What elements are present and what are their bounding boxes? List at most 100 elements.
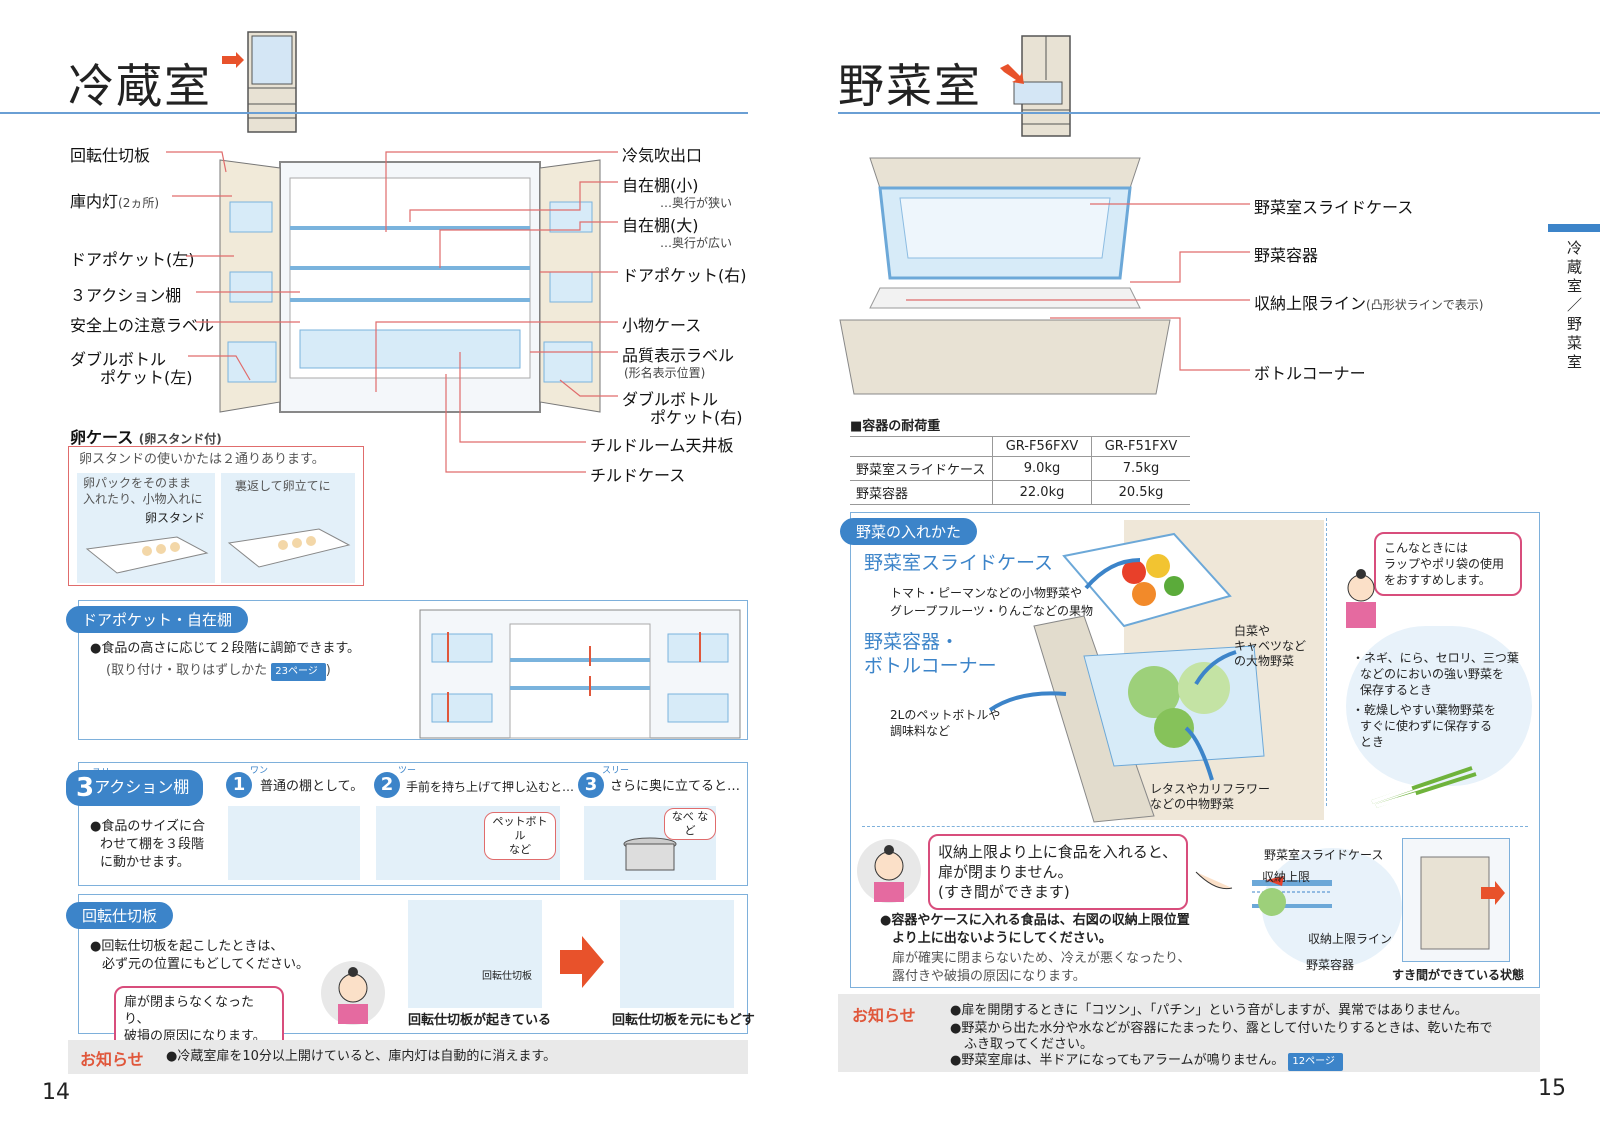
howto-pill: 野菜の入れかた <box>840 518 978 545</box>
label-limit: 収納上限ライン(凸形状ラインで表示) <box>1254 294 1484 313</box>
girl-avatar-left <box>321 961 385 1025</box>
limit-fig-limit: 収納上限 <box>1262 870 1311 884</box>
ref-page-23[interactable]: 23ページ <box>271 663 326 681</box>
egg-panel1-callout: 卵スタンド <box>145 511 206 525</box>
notice-right-head: お知らせ <box>852 1006 916 1025</box>
three-action-text-2: わせて棚を３段階 <box>100 837 205 852</box>
howto-slide-text1: トマト・ピーマンなどの小物野菜や <box>890 586 1083 600</box>
page-number-right: 15 <box>1538 1076 1566 1101</box>
step2-text: 手前を持ち上げて押し込むと… <box>406 780 575 794</box>
label-double-bottle-right-2: ポケット(右) <box>650 408 743 427</box>
limit-fig-slide: 野菜室スライドケース <box>1264 848 1384 862</box>
limit-text3: 扉が確実に閉まらないため、冷えが悪くなったり、 <box>892 951 1191 966</box>
leader-lines-right <box>906 203 1250 371</box>
howto-tip2: ・乾燥しやすい葉物野菜をすぐに使わずに保存するとき <box>1352 703 1496 749</box>
limit-diagram <box>1195 848 1402 968</box>
limit-text2: より上に出ないようにしてください。 <box>892 931 1112 946</box>
drawer-gap-illustration <box>1420 856 1505 950</box>
label-double-bottle-left: ダブルボトル <box>70 350 167 369</box>
pot-icon <box>623 837 677 871</box>
page-title-left: 冷蔵室 <box>68 59 212 113</box>
fridge-location-icon-right <box>1000 35 1071 137</box>
kaiten-cap1: 回転仕切板が起きている <box>408 1013 552 1028</box>
step2-num: 2 <box>374 772 400 798</box>
kaiten-text1: ●回転仕切板を起こしたときは、 <box>90 939 284 954</box>
side-tab-label: 冷蔵室／野菜室 <box>1565 240 1583 373</box>
limit-fig-gap: すき間ができている状態 <box>1392 968 1525 982</box>
egg-intro: 卵スタンドの使いかたは２通りあります。 <box>79 452 325 467</box>
howto-tips-bg <box>1346 626 1532 786</box>
howto-container-head: 野菜容器・ボトルコーナー <box>864 631 997 677</box>
egg-tray-illustration-1 <box>85 536 209 574</box>
step2-illustration: ペットボトルなど <box>376 806 560 880</box>
green-onion-illustration <box>1371 766 1477 808</box>
door-pocket-text1: ●食品の高さに応じて２段階に調節できます。 <box>90 641 361 656</box>
step3-text: さらに奥に立てると… <box>610 779 741 794</box>
kaiten-pill: 回転仕切板 <box>66 902 174 929</box>
step1-num: 1 <box>226 772 252 798</box>
ref-page-12[interactable]: 12ページ <box>1288 1053 1343 1071</box>
label-container: 野菜容器 <box>1254 246 1319 265</box>
three-action-text-1: ●食品のサイズに合 <box>90 819 205 834</box>
egg-case-box: 卵スタンドの使いかたは２通りあります。 卵パックをそのまま 入れたり、小物入れに… <box>68 446 364 586</box>
girl-avatar-limit <box>857 839 921 903</box>
step3-ruby: スリー <box>602 766 630 776</box>
egg-panel-1: 卵パックをそのまま 入れたり、小物入れに 卵スタンド <box>77 473 215 583</box>
label-door-pocket-left: ドアポケット(左) <box>70 250 195 269</box>
limit-fig-limit-line: 収納上限ライン <box>1308 932 1393 946</box>
kaiten-cap2: 回転仕切板を元にもどす <box>612 1013 755 1028</box>
howto-tip1: ・ネギ、にら、セロリ、三つ葉などのにおいの強い野菜を保存するとき <box>1352 651 1519 697</box>
note-jizai-large: …奥行が広い <box>660 236 733 250</box>
page-title-right: 野菜室 <box>838 59 982 113</box>
egg-panel1-text1: 卵パックをそのまま <box>83 476 192 490</box>
egg-panel1-text2: 入れたり、小物入れに <box>83 492 203 506</box>
howto-bottle-text1: 2Lのペットボトルや <box>890 708 1001 722</box>
limit-text4: 露付きや破損の原因になります。 <box>892 969 1086 984</box>
label-chilled-ceiling: チルドルーム天井板 <box>590 436 734 455</box>
howto-slide-text2: グレープフルーツ・りんごなどの果物 <box>890 604 1094 618</box>
vegetable-drawer-illustration <box>839 157 1171 395</box>
three-action-text-3: に動かせます。 <box>100 855 190 870</box>
notice-left: お知らせ ●冷蔵室扉を10分以上開けていると、庫内灯は自動的に消えます。 <box>68 1040 748 1074</box>
label-door-pocket-right: ドアポケット(右) <box>622 266 747 285</box>
notice-left-text: ●冷蔵室扉を10分以上開けていると、庫内灯は自動的に消えます。 <box>166 1049 557 1064</box>
note-jizai-small: …奥行が狭い <box>660 196 733 210</box>
fridge-location-icon-left <box>222 31 297 133</box>
door-pocket-pill: ドアポケット・自在棚 <box>66 606 249 633</box>
notice-right-text2: ●野菜から出た水分や水などが容器にたまったり、露として付いたりするときは、乾いた… <box>950 1021 1493 1036</box>
limit-text1: ●容器やケースに入れる食品は、右図の収納上限位置 <box>880 913 1190 928</box>
label-double-bottle-left-2: ポケット(左) <box>100 368 193 387</box>
step3-illustration: なべ など <box>584 806 716 880</box>
step1-illustration <box>228 806 360 880</box>
label-komono: 小物ケース <box>622 316 702 335</box>
step1-text: 普通の棚として。 <box>260 779 364 794</box>
howto-hakusai: 白菜やキャベツなどの大物野菜 <box>1234 624 1307 668</box>
arrow-lines-howto <box>988 558 1237 781</box>
door-pocket-illustration <box>419 609 741 739</box>
label-slide-case: 野菜室スライドケース <box>1254 198 1414 217</box>
egg-panel-2: 裏返して卵立てに <box>221 473 355 583</box>
three-action-ruby: スリー <box>92 768 120 778</box>
label-jizai-large: 自在棚(大) <box>622 216 699 235</box>
label-safety: 安全上の注意ラベル <box>70 316 215 335</box>
howto-bottle-text2: 調味料など <box>890 724 951 738</box>
note-hinshitsu: (形名表示位置) <box>624 366 706 380</box>
label-three-action: ３アクション棚 <box>70 286 182 305</box>
notice-right-text3: ふき取ってください。 <box>964 1037 1093 1052</box>
label-kounaitou: 庫内灯(2ヵ所) <box>70 192 160 211</box>
kaiten-fig2 <box>620 900 734 1008</box>
label-jizai-small: 自在棚(小) <box>622 176 699 195</box>
label-kaiten: 回転仕切板 <box>70 146 151 165</box>
howto-divider <box>1326 518 1328 806</box>
vegetable-loading-illustration <box>1033 520 1324 823</box>
label-egg-case: 卵ケース (卵スタンド付) <box>70 428 222 447</box>
step1-ruby: ワン <box>250 766 269 776</box>
notice-left-head: お知らせ <box>80 1050 144 1069</box>
gap-figure <box>1402 838 1510 962</box>
kaiten-fig1: 回転仕切板 <box>408 900 542 1008</box>
leader-lines-left <box>166 151 618 473</box>
step2-callout: ペットボトルなど <box>484 812 556 860</box>
